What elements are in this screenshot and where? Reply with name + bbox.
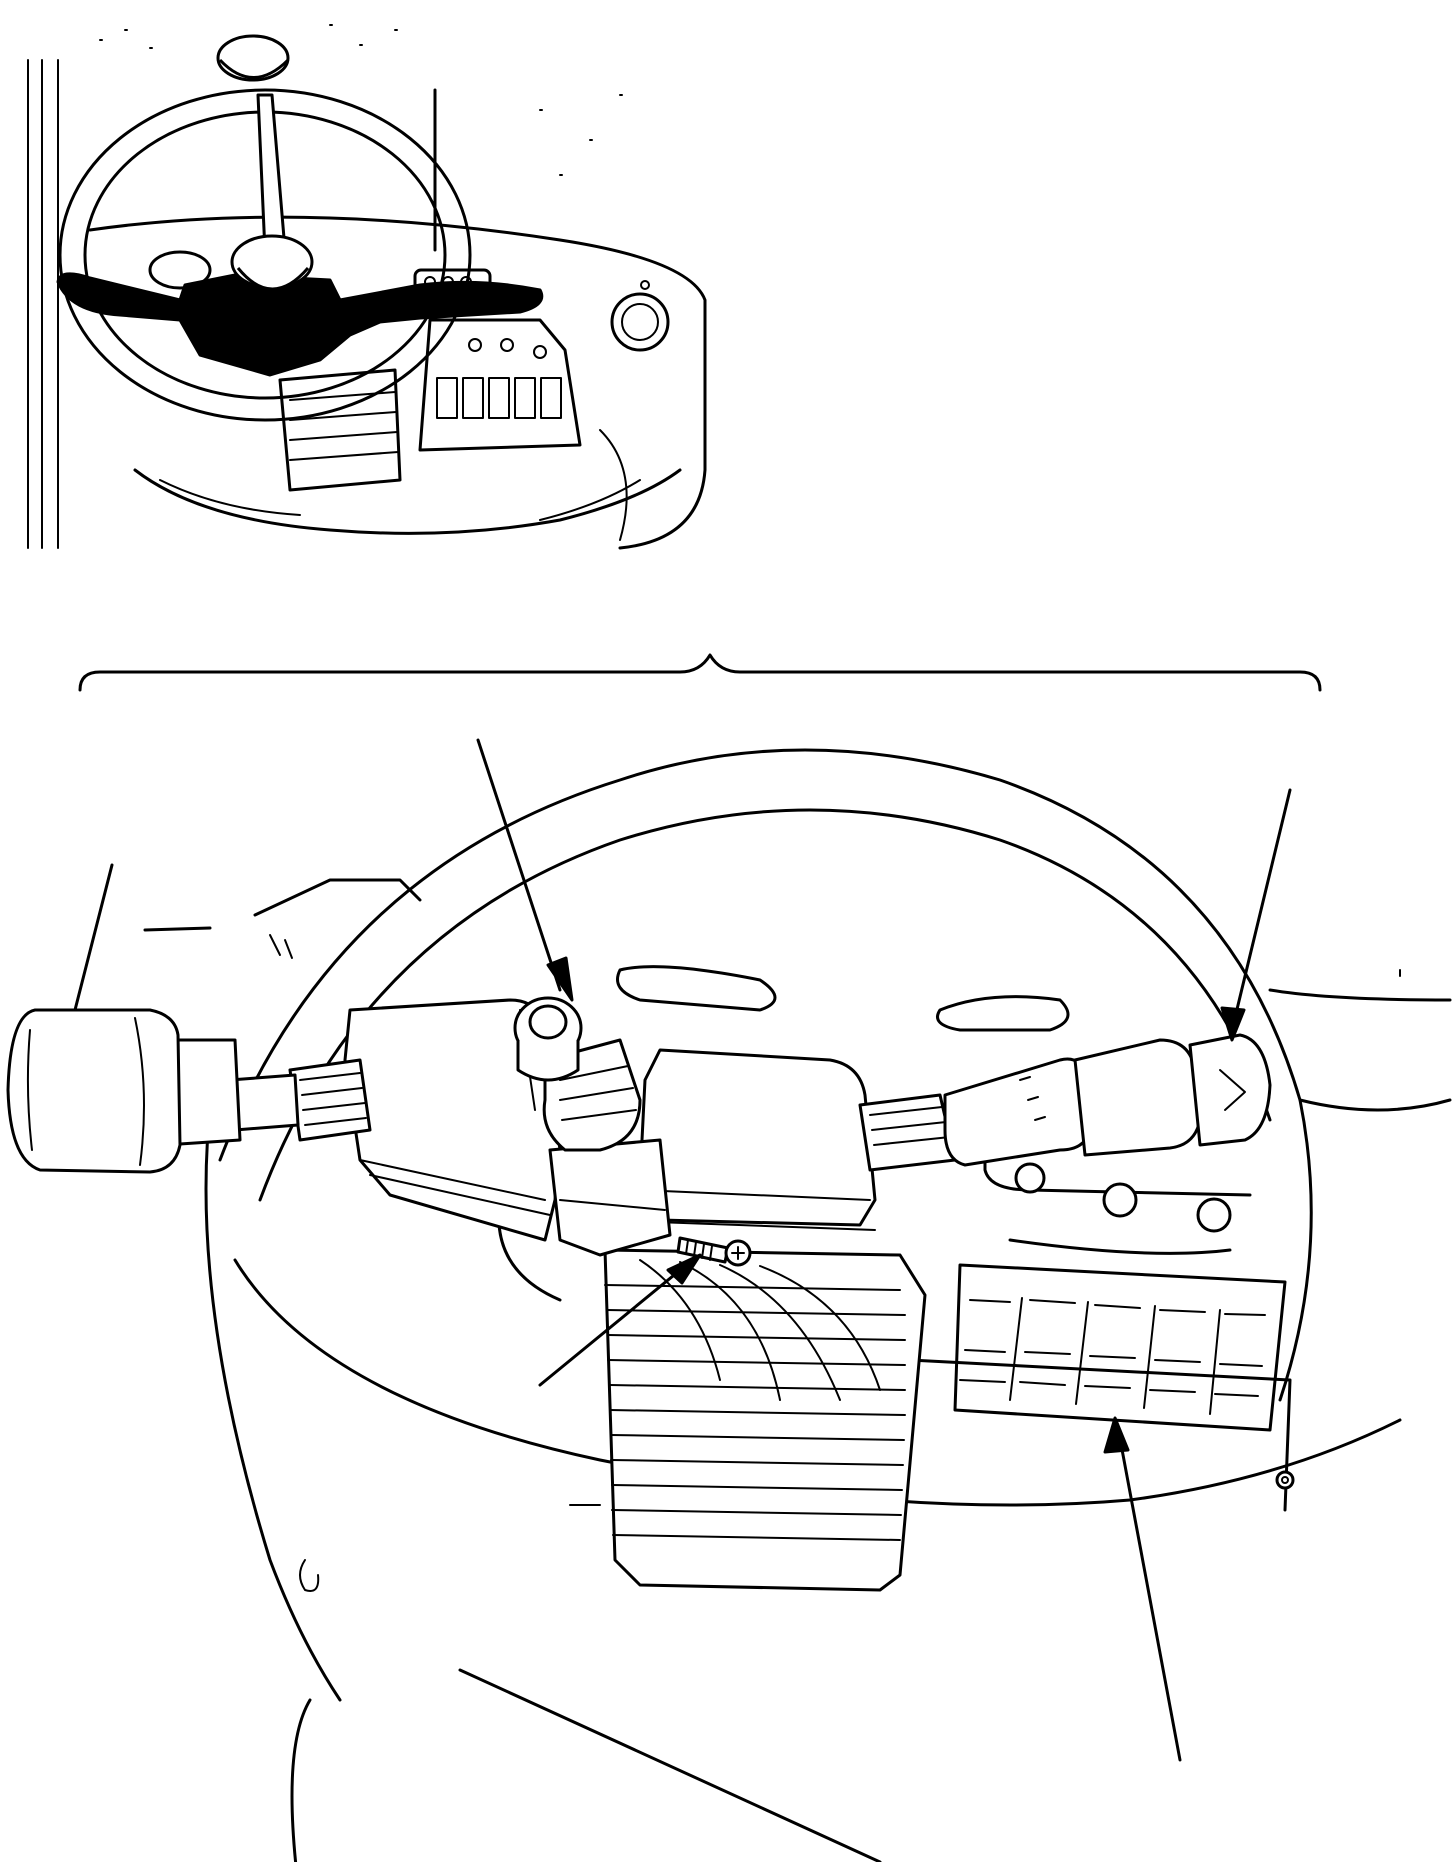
shuttle-lever-knob-callout [476,738,562,992]
switch-center-mount [548,1138,672,1257]
overview-gauge [148,250,212,290]
callout-leaders [73,738,1292,1862]
panel-knob-1 [1014,1162,1046,1194]
column-boot [603,1248,927,1592]
right-switch-lever-callout [1230,788,1292,1032]
left-switch-lever-callout [73,863,114,1012]
rocker-switch-panel-arrowhead [1103,1416,1130,1454]
panel-screw [1275,1470,1295,1490]
panel-knob-3 [1196,1197,1232,1233]
shuttle-lever-arrowhead [546,956,574,1002]
right-switch-lever-arrowhead [1220,1006,1246,1042]
rocker-switch-panel [908,1263,1295,1512]
overview-gear-lever [216,34,290,254]
mounting-screw [676,1236,752,1267]
detail-brace [78,653,1322,692]
overview-column-boot [278,368,402,492]
multifunction-switch-lever-right [858,1033,1272,1172]
multifunction-switch-lever-left [6,1008,372,1174]
overview-column-switch-highlight [56,234,544,377]
detail-view-illustration [6,748,1452,1862]
overview-ignition-switch [610,292,670,352]
overview-background-texture [99,24,623,176]
mounting-screw-callout [538,1260,692,1387]
dashboard-lower-callout [458,1668,882,1862]
mounting-screw-arrowhead [666,1253,702,1285]
panel-knob-2 [1102,1182,1138,1218]
overview-switch-panel [418,318,582,452]
knob-panel [983,1138,1252,1233]
cab-overview-illustration [27,24,707,550]
center-lever-knob [513,996,642,1152]
rocker-switch-panel-callout [1116,1426,1182,1762]
detail-misc-lines [569,969,1401,1506]
cab-pillar [27,59,59,549]
